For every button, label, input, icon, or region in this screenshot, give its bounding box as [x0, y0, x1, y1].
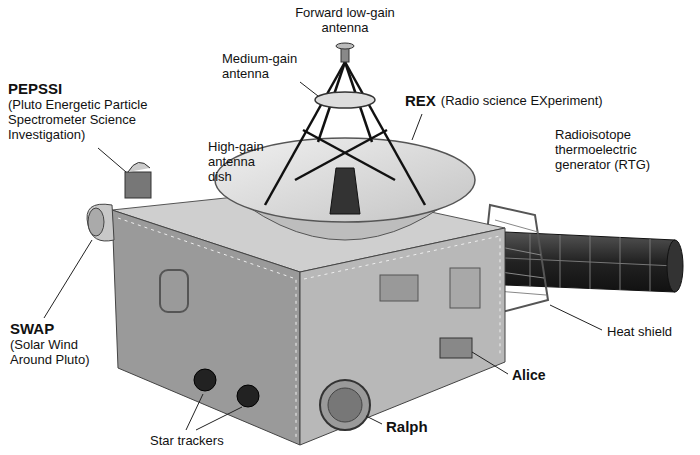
leader-lines [44, 82, 602, 430]
part-label: (Pluto Energetic Particle Spectrometer S… [8, 98, 150, 143]
part-label: Medium-gain antenna [222, 52, 302, 82]
instrument-name: REX [405, 92, 436, 109]
part-label: (Solar Wind Around Pluto) [10, 338, 105, 368]
instrument-name: Alice [512, 367, 572, 383]
part-label: Heat shield [607, 325, 692, 340]
instrument-name: PEPSSI [8, 80, 158, 97]
part-label: (Radio science EXperiment) [441, 94, 641, 109]
part-label: Star trackers [150, 434, 250, 449]
part-label: Forward low-gain antenna [280, 6, 410, 36]
part-label: High-gain antenna dish [208, 140, 280, 185]
part-label: Radioisotope thermoelectric generator (R… [555, 128, 677, 173]
instrument-name: SWAP [10, 320, 105, 337]
instrument-name: Ralph [386, 418, 446, 435]
